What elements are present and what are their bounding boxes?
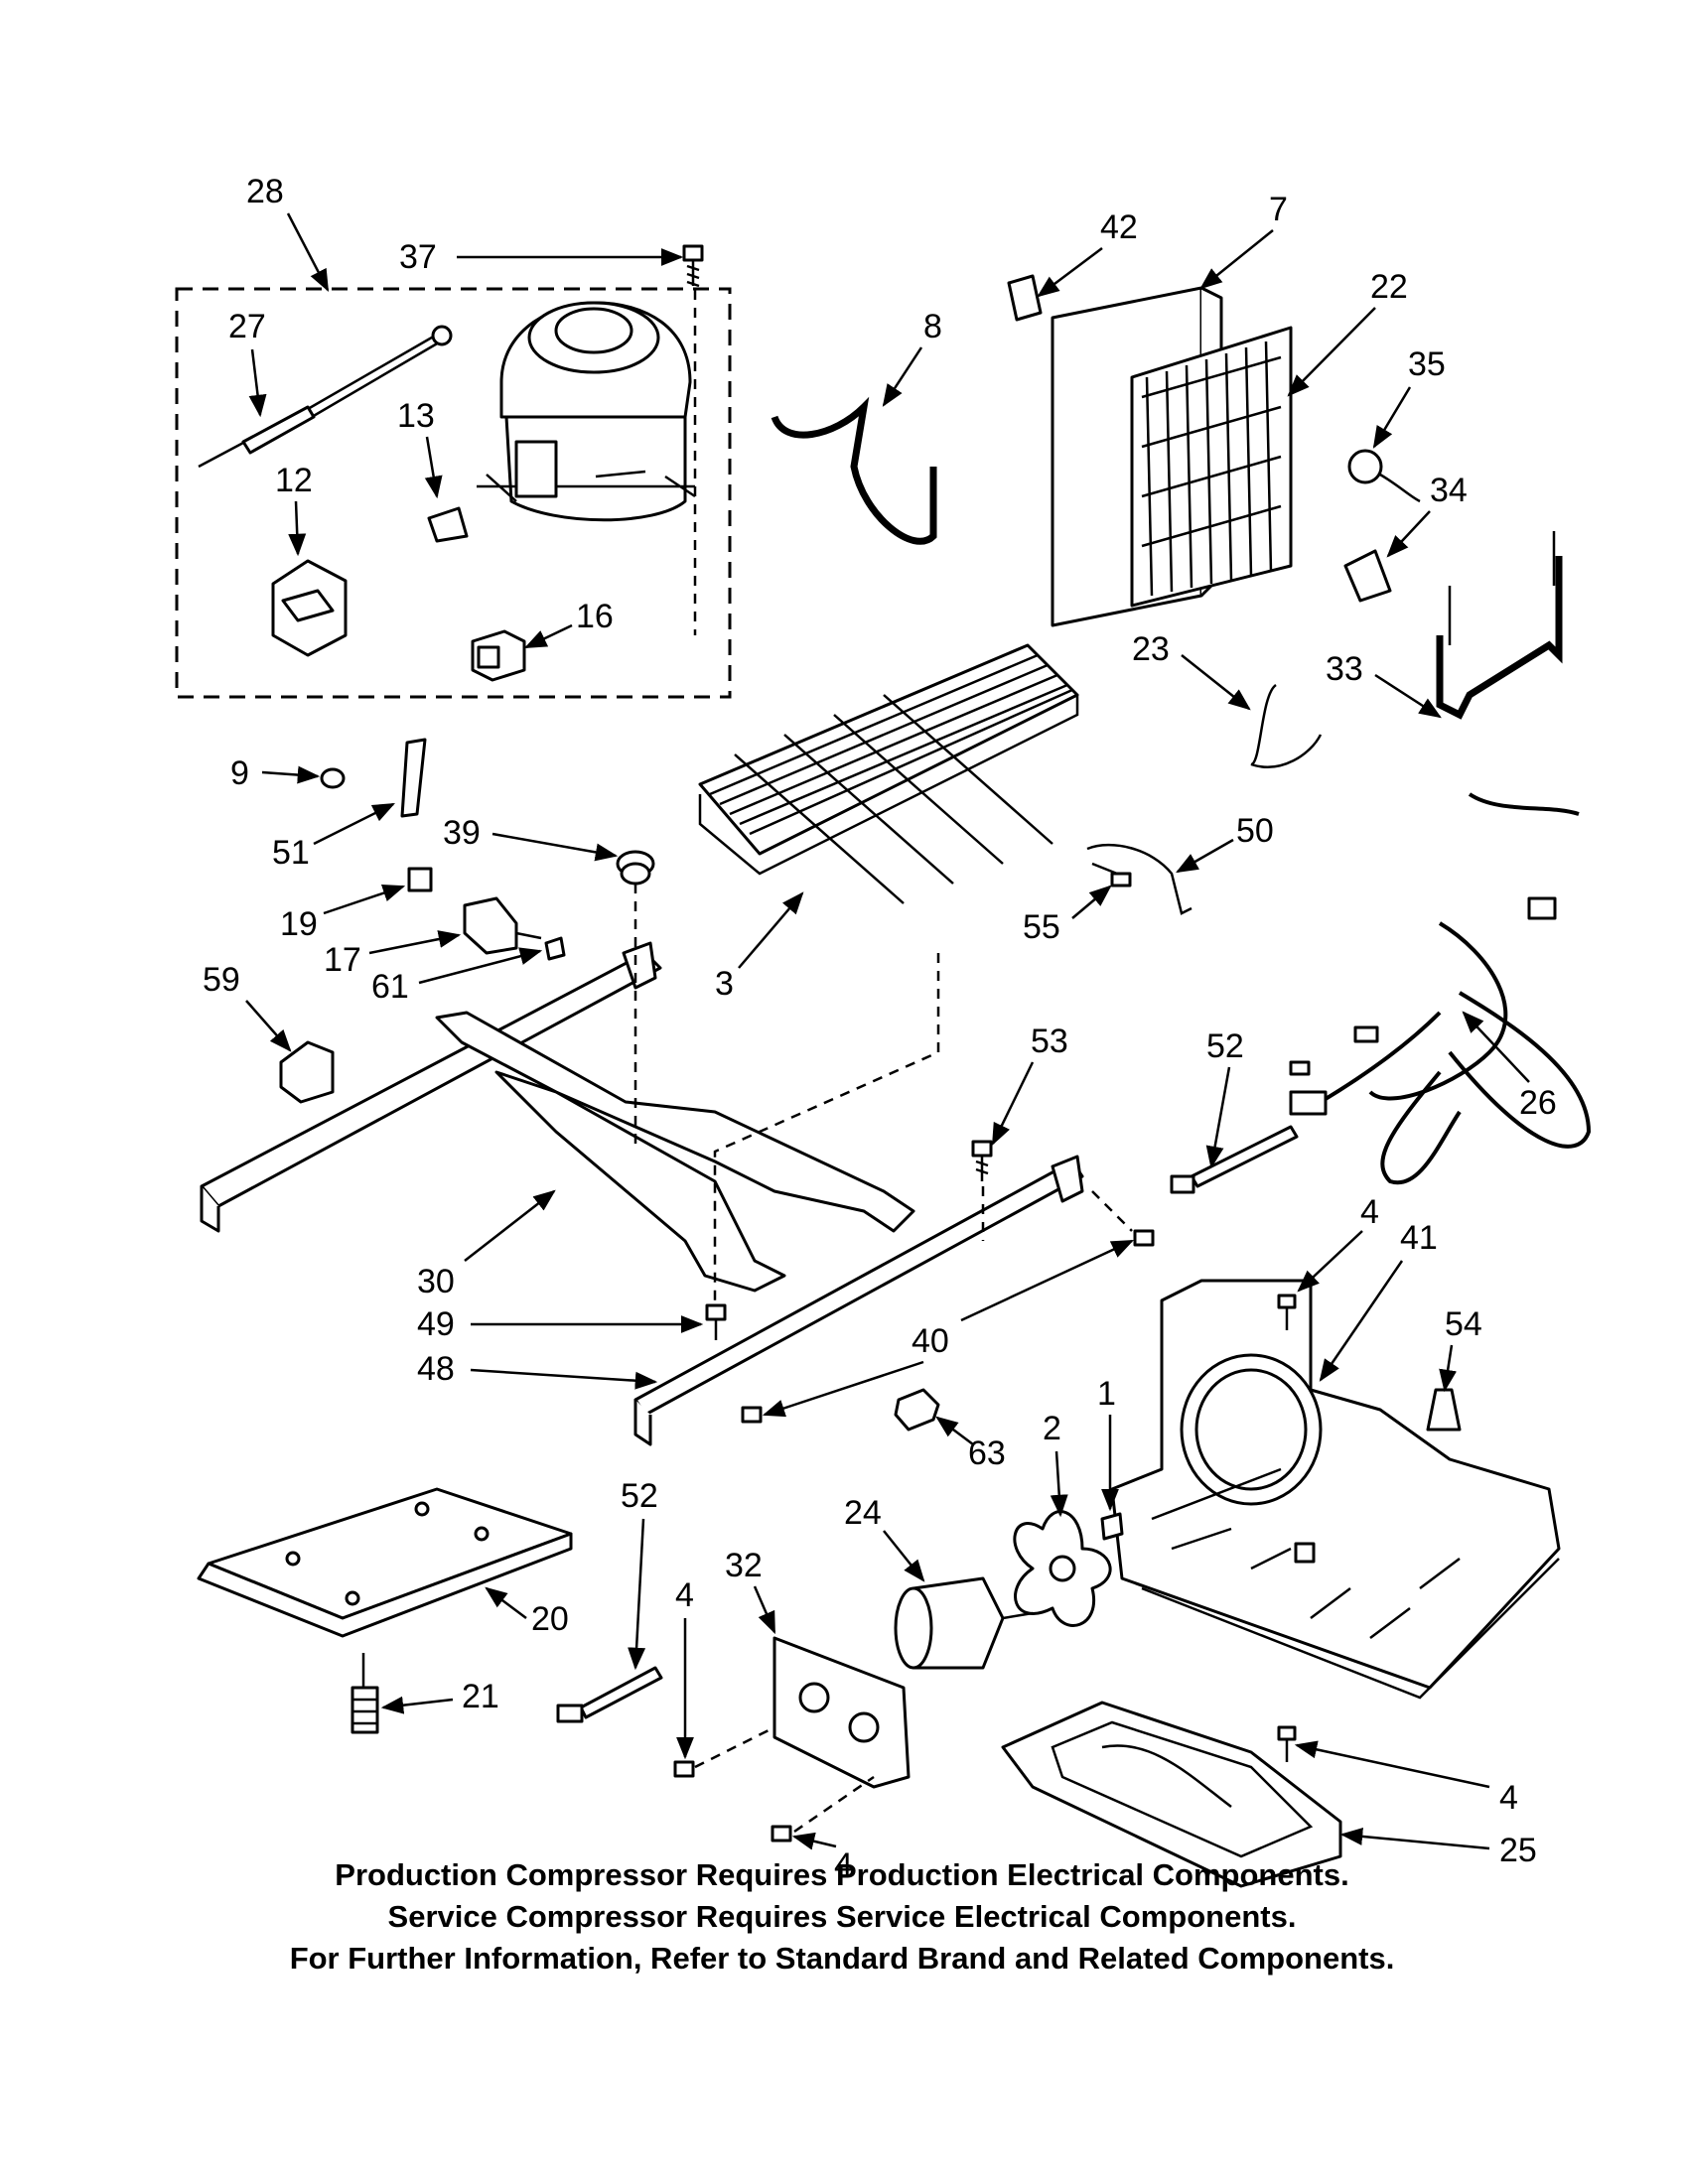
- connector-lines: [633, 884, 1133, 1300]
- wiring-harness-26: [1289, 792, 1592, 1185]
- screw-53: [971, 1140, 993, 1181]
- label-52b: 52: [621, 1477, 658, 1515]
- label-39: 39: [443, 814, 481, 852]
- clip-1: [1100, 1512, 1124, 1541]
- label-21: 21: [462, 1678, 499, 1715]
- label-4d: 4: [1499, 1779, 1518, 1817]
- note-service: Service Compressor Requires Service Elec…: [387, 1899, 1297, 1934]
- screw-37: [682, 244, 704, 635]
- fan-housing-41: [1110, 1279, 1561, 1700]
- label-27: 27: [228, 308, 266, 345]
- label-42: 42: [1100, 208, 1138, 246]
- label-35: 35: [1408, 345, 1446, 383]
- rail-48: [633, 1155, 1084, 1446]
- label-53: 53: [1031, 1023, 1068, 1060]
- label-1: 1: [1097, 1375, 1116, 1413]
- screw-4d: [771, 1825, 792, 1843]
- label-54: 54: [1445, 1305, 1482, 1343]
- screw-4c: [673, 1760, 695, 1778]
- label-12: 12: [275, 462, 313, 499]
- nut-63: [894, 1388, 940, 1432]
- label-4a: 4: [1360, 1193, 1379, 1231]
- label-55: 55: [1023, 908, 1060, 946]
- evaporator-coil-3: [698, 643, 1079, 904]
- label-49: 49: [417, 1305, 455, 1343]
- label-8: 8: [923, 308, 942, 345]
- label-33: 33: [1326, 650, 1363, 688]
- label-30: 30: [417, 1263, 455, 1300]
- label-48: 48: [417, 1350, 455, 1388]
- note-further-info: For Further Information, Refer to Standa…: [289, 1941, 1395, 1976]
- rail-30: [200, 941, 915, 1293]
- label-26: 26: [1519, 1084, 1557, 1122]
- label-28: 28: [246, 173, 284, 210]
- label-20: 20: [531, 1600, 569, 1638]
- label-63: 63: [968, 1434, 1006, 1472]
- screw-40a: [1133, 1229, 1155, 1247]
- label-7: 7: [1269, 191, 1288, 228]
- label-4c: 4: [834, 1846, 853, 1884]
- label-23: 23: [1132, 630, 1170, 668]
- footnotes: Production Compressor Requires Productio…: [0, 1854, 1684, 1979]
- label-22: 22: [1370, 268, 1408, 306]
- screw-dash-lines: [694, 1725, 875, 1834]
- label-52a: 52: [1206, 1027, 1244, 1065]
- screw-49: [705, 1303, 727, 1340]
- cable-tie-52a: [1170, 1125, 1299, 1194]
- part-9: [320, 767, 346, 789]
- relay-12: [271, 559, 348, 657]
- screw-4a: [1277, 1294, 1297, 1330]
- label-4b: 4: [675, 1576, 694, 1614]
- bracket-59: [279, 1040, 335, 1104]
- label-51: 51: [272, 834, 310, 872]
- cover-plate-20: [197, 1487, 573, 1638]
- bracket-50: [1086, 843, 1193, 915]
- compressor-kit-box: [175, 287, 732, 699]
- screw-4b: [1277, 1725, 1297, 1762]
- label-24: 24: [844, 1494, 882, 1532]
- part-35: [1347, 449, 1421, 503]
- label-41: 41: [1400, 1219, 1438, 1257]
- label-61: 61: [371, 968, 409, 1006]
- label-25: 25: [1499, 1832, 1537, 1869]
- screw-61: [544, 936, 566, 961]
- part-17: [463, 896, 542, 955]
- part-34: [1343, 549, 1392, 603]
- condenser-22: [1051, 286, 1293, 627]
- fan-motor-24: [894, 1576, 1034, 1670]
- label-37: 37: [399, 238, 437, 276]
- label-40: 40: [912, 1322, 949, 1360]
- callouts: 28 37 27 13 12 16 42 7 22 8 35 34 23 33 …: [203, 173, 1557, 1884]
- compressor: [477, 301, 696, 522]
- wire-23: [1250, 683, 1323, 768]
- clip-42: [1007, 274, 1043, 322]
- clip-13: [427, 506, 469, 543]
- note-production: Production Compressor Requires Productio…: [335, 1857, 1349, 1892]
- cap-19: [407, 867, 433, 892]
- bracket-32: [772, 1636, 911, 1789]
- grommet-39: [616, 850, 655, 886]
- tube-33: [1436, 531, 1563, 720]
- label-13: 13: [397, 397, 435, 435]
- label-17: 17: [324, 941, 361, 979]
- wire-nut-54: [1426, 1388, 1462, 1432]
- label-19: 19: [280, 905, 318, 943]
- label-9: 9: [230, 754, 249, 792]
- label-3: 3: [715, 965, 734, 1003]
- label-59: 59: [203, 961, 240, 999]
- fan-blade-2: [1013, 1510, 1112, 1627]
- spring-21: [351, 1653, 379, 1734]
- label-2: 2: [1043, 1410, 1061, 1447]
- label-50: 50: [1236, 812, 1274, 850]
- overload-16: [471, 629, 526, 682]
- screw-40b: [741, 1406, 763, 1424]
- cable-tie-52b: [556, 1666, 663, 1723]
- label-34: 34: [1430, 472, 1468, 509]
- label-32: 32: [725, 1547, 763, 1584]
- hose-51: [400, 738, 427, 818]
- label-16: 16: [576, 598, 614, 635]
- tube-8: [771, 396, 937, 545]
- drier-27: [198, 325, 453, 469]
